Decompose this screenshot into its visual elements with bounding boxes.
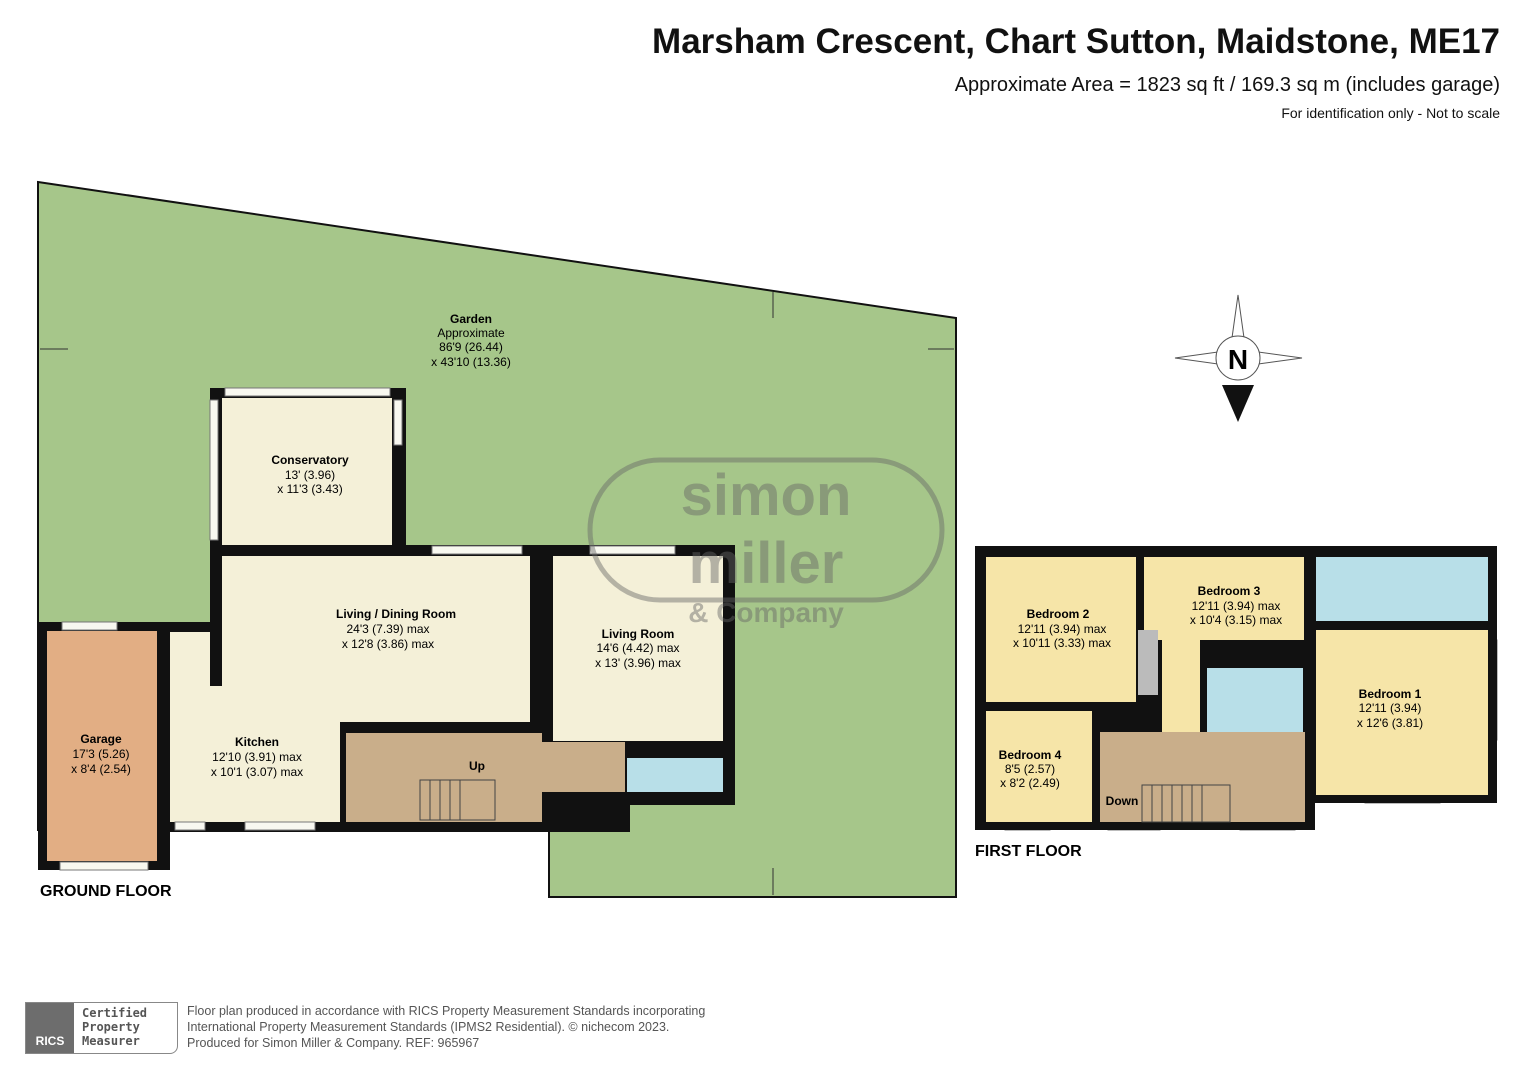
svg-text:12'11 (3.94) max: 12'11 (3.94) max xyxy=(1018,622,1107,636)
svg-text:24'3 (7.39) max: 24'3 (7.39) max xyxy=(347,622,430,636)
svg-text:x 13' (3.96) max: x 13' (3.96) max xyxy=(595,656,681,670)
svg-text:12'11 (3.94) max: 12'11 (3.94) max xyxy=(1192,599,1281,613)
badge-line: Property xyxy=(82,1020,140,1034)
bedroom2-floor xyxy=(986,557,1136,702)
svg-text:Bedroom 3: Bedroom 3 xyxy=(1198,584,1261,598)
badge-line: Measurer xyxy=(82,1034,140,1048)
svg-text:Living / Dining Room: Living / Dining Room xyxy=(336,607,456,621)
svg-text:Bedroom 1: Bedroom 1 xyxy=(1359,687,1422,701)
svg-text:Garage: Garage xyxy=(80,732,122,746)
svg-text:13' (3.96): 13' (3.96) xyxy=(285,468,335,482)
svg-text:Kitchen: Kitchen xyxy=(235,735,279,749)
conservatory-label: Conservatory 13' (3.96) x 11'3 (3.43) xyxy=(271,453,349,496)
svg-text:17'3 (5.26): 17'3 (5.26) xyxy=(73,747,130,761)
badge-line: Certified xyxy=(82,1006,148,1020)
svg-text:12'11 (3.94): 12'11 (3.94) xyxy=(1359,701,1422,715)
svg-text:86'9 (26.44): 86'9 (26.44) xyxy=(439,340,503,354)
svg-text:14'6 (4.42) max: 14'6 (4.42) max xyxy=(597,641,680,655)
footer-line: Produced for Simon Miller & Company. REF… xyxy=(187,1036,480,1050)
stairs-up-label: Up xyxy=(469,759,485,773)
ground-floor-label: GROUND FLOOR xyxy=(40,883,172,900)
svg-text:Living Room: Living Room xyxy=(602,627,675,641)
garden-arrows xyxy=(40,292,954,895)
bedroom2-label: Bedroom 2 12'11 (3.94) max x 10'11 (3.33… xyxy=(1013,607,1111,650)
wc-floor xyxy=(627,758,723,792)
bedroom4-label: Bedroom 4 8'5 (2.57) x 8'2 (2.49) xyxy=(999,748,1062,790)
svg-text:12'10 (3.91) max: 12'10 (3.91) max xyxy=(212,750,302,764)
hall-floor-2 xyxy=(540,742,625,792)
living-room-label: Living Room 14'6 (4.42) max x 13' (3.96)… xyxy=(595,627,681,670)
bedroom1-label: Bedroom 1 12'11 (3.94) x 12'6 (3.81) xyxy=(1357,687,1423,730)
rics-badge: RICS Certified Property Measurer xyxy=(25,1002,178,1054)
first-stairs xyxy=(1141,784,1231,823)
watermark-logo: simon miller & Company xyxy=(587,457,945,628)
living-dining-label: Living / Dining Room 24'3 (7.39) max x 1… xyxy=(336,607,456,651)
svg-text:simon: simon xyxy=(681,463,852,528)
svg-text:Approximate: Approximate xyxy=(437,326,505,340)
svg-text:x 8'4 (2.54): x 8'4 (2.54) xyxy=(71,762,131,776)
svg-text:x 8'2 (2.49): x 8'2 (2.49) xyxy=(1000,776,1060,790)
hall-floor xyxy=(346,733,542,822)
bedroom3-floor-2 xyxy=(1162,640,1200,732)
living-room-floor xyxy=(553,556,723,741)
plan-title: Marsham Crescent, Chart Sutton, Maidston… xyxy=(652,22,1500,61)
svg-text:x 10'4 (3.15) max: x 10'4 (3.15) max xyxy=(1190,613,1282,627)
svg-text:miller: miller xyxy=(689,531,844,596)
svg-text:8'5 (2.57): 8'5 (2.57) xyxy=(1005,762,1055,776)
bedroom4-floor xyxy=(986,711,1092,822)
first-floor-label: FIRST FLOOR xyxy=(975,843,1082,860)
svg-text:x 12'8 (3.86) max: x 12'8 (3.86) max xyxy=(342,637,434,651)
kitchen-label: Kitchen 12'10 (3.91) max x 10'1 (3.07) m… xyxy=(211,735,303,779)
svg-text:& Company: & Company xyxy=(688,597,844,628)
garage-floor xyxy=(47,631,157,861)
bedroom3-label: Bedroom 3 12'11 (3.94) max x 10'4 (3.15)… xyxy=(1190,584,1282,627)
ground-stairs xyxy=(419,779,496,821)
conservatory-floor xyxy=(222,398,392,545)
rics-logo: RICS xyxy=(35,1034,65,1048)
footer-line: International Property Measurement Stand… xyxy=(187,1020,670,1034)
svg-text:Conservatory: Conservatory xyxy=(271,453,349,467)
svg-text:x 11'3 (3.43): x 11'3 (3.43) xyxy=(277,482,342,496)
bedroom3-floor xyxy=(1144,557,1304,640)
stairs-down-label: Down xyxy=(1106,794,1139,808)
garage-label: Garage 17'3 (5.26) x 8'4 (2.54) xyxy=(71,732,131,776)
footer-line: Floor plan produced in accordance with R… xyxy=(187,1004,706,1018)
svg-text:Garden: Garden xyxy=(450,312,492,326)
svg-text:x 43'10 (13.36): x 43'10 (13.36) xyxy=(431,355,511,369)
bedroom1-floor xyxy=(1316,630,1488,795)
svg-text:x 12'6 (3.81): x 12'6 (3.81) xyxy=(1357,716,1423,730)
bathroom-floor xyxy=(1316,557,1488,621)
footer-text: Floor plan produced in accordance with R… xyxy=(187,1003,705,1051)
svg-text:N: N xyxy=(1228,344,1248,375)
svg-text:Bedroom 4: Bedroom 4 xyxy=(999,748,1062,762)
approximate-area: Approximate Area = 1823 sq ft / 169.3 sq… xyxy=(954,74,1500,96)
garden-label: Garden Approximate 86'9 (26.44) x 43'10 … xyxy=(431,312,511,369)
svg-text:Bedroom 2: Bedroom 2 xyxy=(1027,607,1090,621)
scale-note: For identification only - Not to scale xyxy=(1281,105,1500,121)
svg-text:x 10'11 (3.33) max: x 10'11 (3.33) max xyxy=(1013,636,1111,650)
living-dining-floor xyxy=(222,556,530,722)
north-compass-icon: N xyxy=(1174,294,1303,422)
svg-text:x 10'1 (3.07) max: x 10'1 (3.07) max xyxy=(211,765,303,779)
cupboard xyxy=(1138,630,1158,695)
